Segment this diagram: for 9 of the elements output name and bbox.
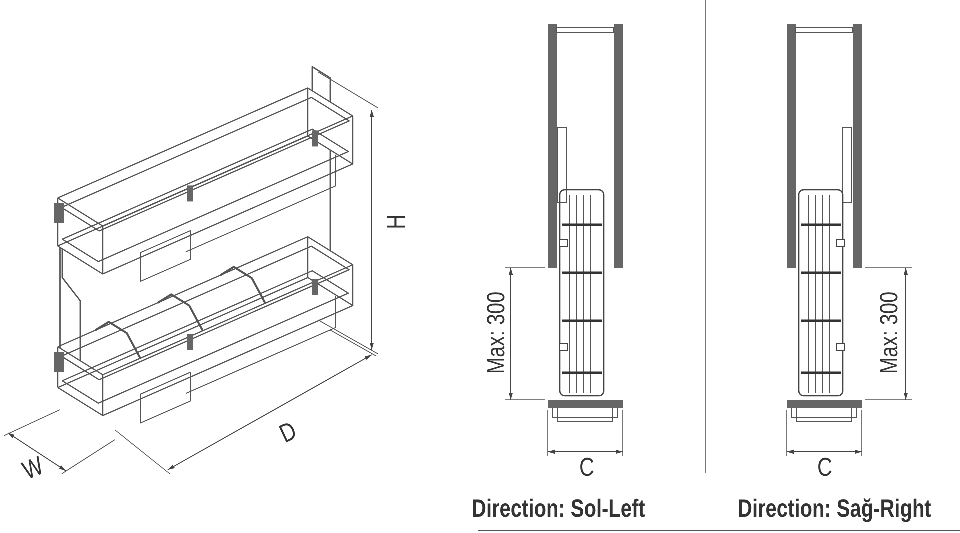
dimension-label: Max: 300 <box>484 292 510 374</box>
direction-caption: Direction: Sağ-Right <box>738 497 932 522</box>
dimension-label: H <box>383 214 409 230</box>
direction-caption: Direction: Sol-Left <box>472 497 646 522</box>
dimension-label: D <box>276 417 300 447</box>
dimension-label: C <box>579 454 595 480</box>
dimension-label: Max: 300 <box>878 292 902 374</box>
dimension-label: W <box>19 452 47 484</box>
dimension-label: C <box>817 454 833 480</box>
